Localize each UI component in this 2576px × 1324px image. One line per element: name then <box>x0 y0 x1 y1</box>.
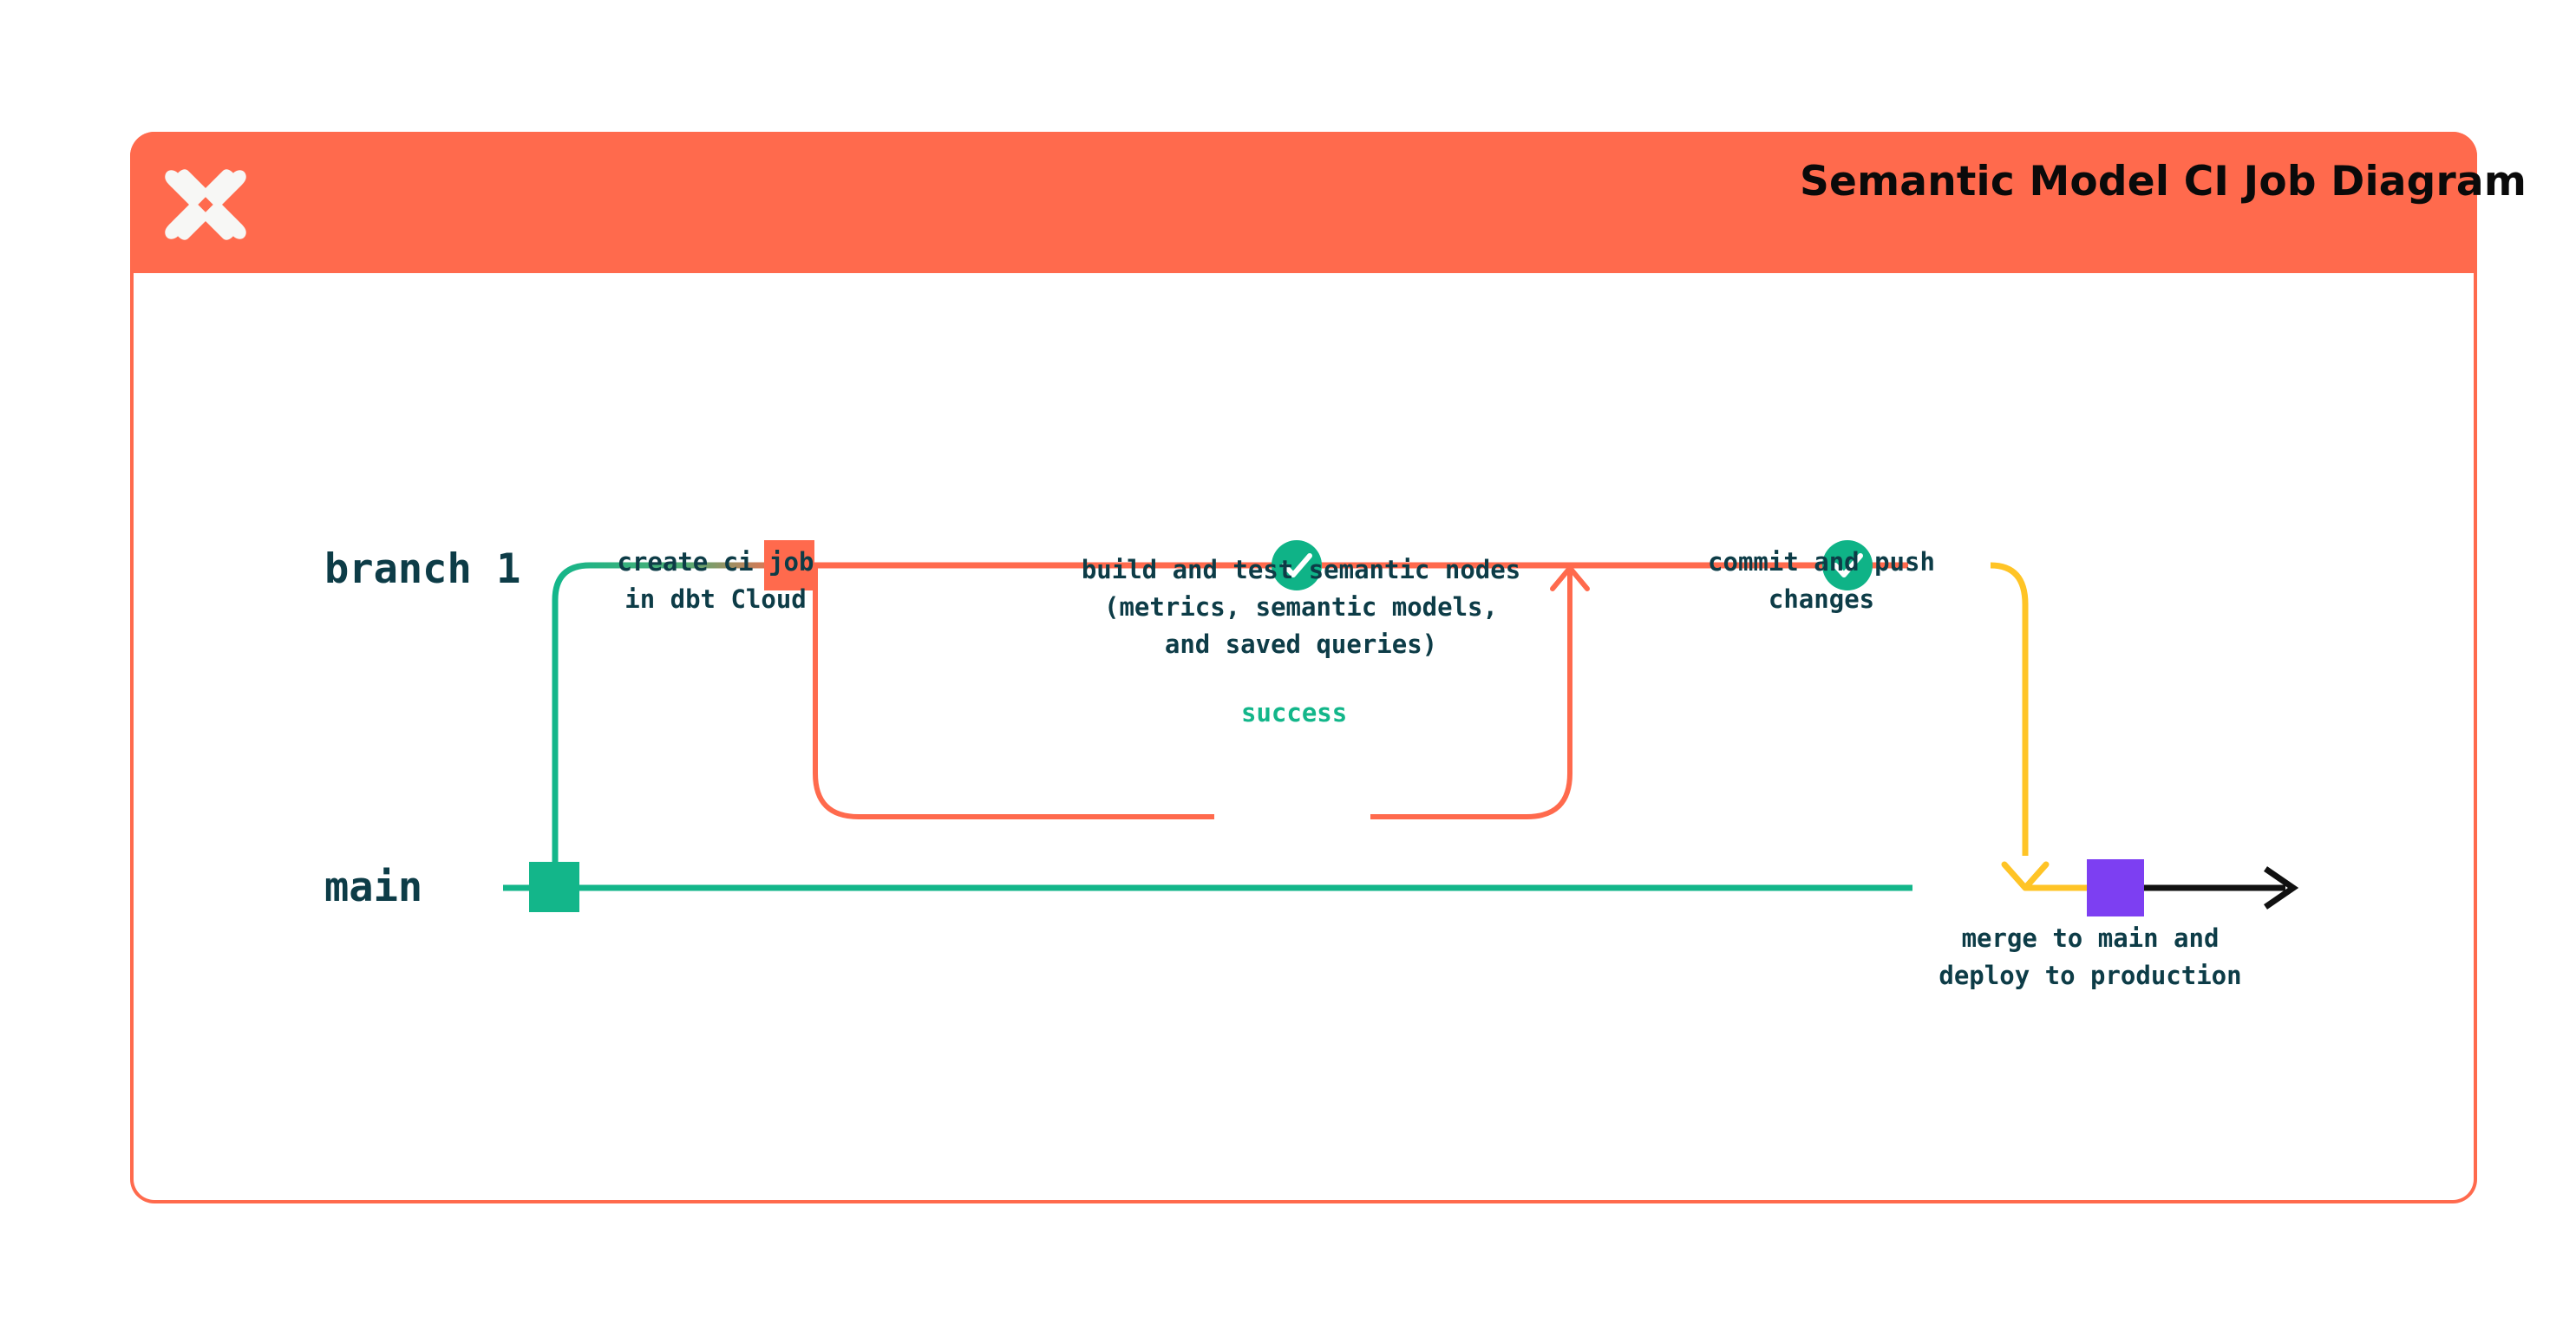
lane-label-main: main <box>324 864 423 911</box>
edge-main-continue-arrowhead <box>2264 866 2299 910</box>
node-main-start[interactable] <box>529 862 579 912</box>
check-icon <box>1282 553 1312 577</box>
caption-build-and-test: build and test semantic nodes (metrics, … <box>1081 555 1521 659</box>
ci-job-flow-diagram <box>503 540 2299 916</box>
diagram-card <box>130 132 2477 1203</box>
node-create-ci-job[interactable] <box>764 540 814 590</box>
caption-create-ci-job: create ci job in dbt Cloud <box>617 547 814 614</box>
edge-branch-off <box>552 562 789 888</box>
caption-merge-to-main: merge to main and deploy to production <box>1939 923 2242 990</box>
card-header <box>130 132 2477 273</box>
node-build-and-test[interactable] <box>1272 540 1322 590</box>
edge-success-loop-left <box>813 565 1214 819</box>
caption-commit-and-push: commit and push changes <box>1708 547 1935 614</box>
edge-success-loop-right <box>1370 600 1572 819</box>
edge-label-success: success <box>1227 701 1362 726</box>
dbt-logo-icon <box>157 156 254 253</box>
page-title: Semantic Model CI Job Diagram <box>1799 158 2527 205</box>
check-icon <box>1833 553 1863 577</box>
card-body <box>134 273 2474 1200</box>
node-commit-and-push[interactable] <box>1822 540 1873 590</box>
edge-merge-down-arrowhead <box>2001 861 2050 891</box>
lane-label-branch-1: branch 1 <box>324 545 521 593</box>
node-merge-to-main[interactable] <box>2087 859 2144 916</box>
edge-success-loop-arrowhead <box>1550 565 1590 591</box>
edge-merge-down <box>1990 562 2029 856</box>
